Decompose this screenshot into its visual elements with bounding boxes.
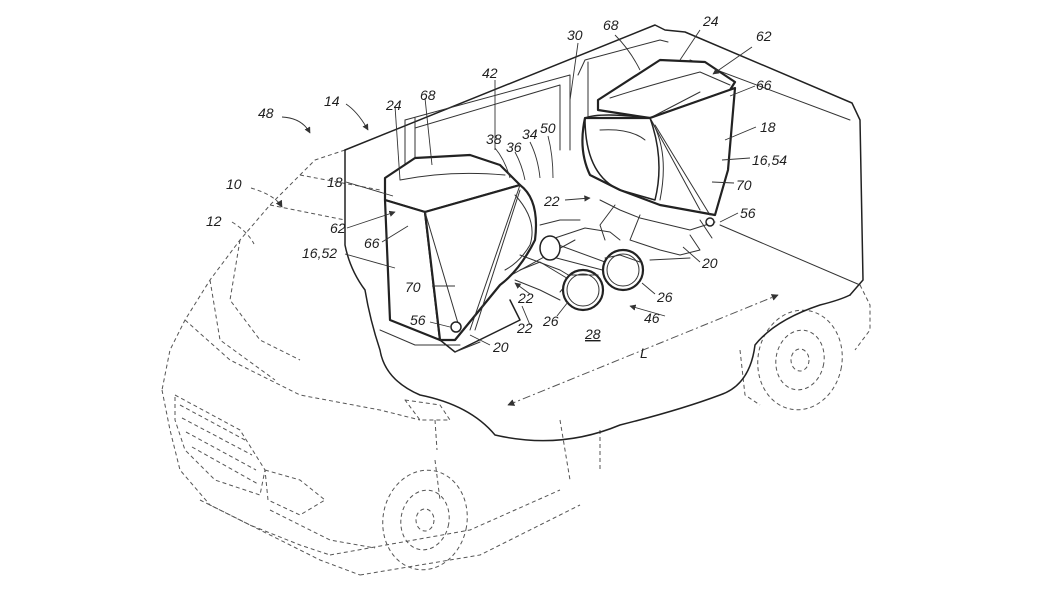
ref-70-right: 70 bbox=[736, 177, 752, 193]
ref-24-left: 24 bbox=[385, 97, 402, 113]
leader-lines bbox=[231, 29, 757, 346]
ref-36: 36 bbox=[506, 139, 522, 155]
ref-10: 10 bbox=[226, 176, 242, 192]
ref-16-54: 16,54 bbox=[752, 152, 787, 168]
ref-62-left: 62 bbox=[330, 220, 346, 236]
ref-48: 48 bbox=[258, 105, 274, 121]
reference-numerals: 10 12 14 48 42 30 68 24 62 66 18 16,54 7… bbox=[206, 13, 787, 361]
ref-50: 50 bbox=[540, 120, 556, 136]
ref-20-right: 20 bbox=[701, 255, 718, 271]
ref-28: 28 bbox=[584, 326, 601, 342]
ref-22-mid: 22 bbox=[517, 290, 534, 306]
ref-66-right: 66 bbox=[756, 77, 772, 93]
ref-38: 38 bbox=[486, 131, 502, 147]
ref-46: 46 bbox=[644, 310, 660, 326]
ref-56-right: 56 bbox=[740, 205, 756, 221]
ref-42: 42 bbox=[482, 65, 498, 81]
ref-26-left: 26 bbox=[542, 313, 559, 329]
ref-18-right: 18 bbox=[760, 119, 776, 135]
ref-66-left: 66 bbox=[364, 235, 380, 251]
seat-assembly-left bbox=[383, 153, 538, 353]
ref-22-upper: 22 bbox=[543, 193, 560, 209]
ref-68-right: 68 bbox=[603, 17, 619, 33]
ref-18-left: 18 bbox=[327, 174, 343, 190]
ref-24-right: 24 bbox=[702, 13, 719, 29]
ref-20-left: 20 bbox=[492, 339, 509, 355]
ref-62-right: 62 bbox=[756, 28, 772, 44]
seat-assembly-right bbox=[581, 58, 737, 261]
ref-L: L bbox=[640, 345, 648, 361]
ref-70-left: 70 bbox=[405, 279, 421, 295]
ref-14: 14 bbox=[324, 93, 340, 109]
ref-30: 30 bbox=[567, 27, 583, 43]
ref-56-left: 56 bbox=[410, 312, 426, 328]
ref-68-left: 68 bbox=[420, 87, 436, 103]
ref-26-right: 26 bbox=[656, 289, 673, 305]
ref-12: 12 bbox=[206, 213, 222, 229]
ref-16-52: 16,52 bbox=[302, 245, 337, 261]
ref-22-lower: 22 bbox=[516, 320, 533, 336]
roller-assembly bbox=[514, 219, 645, 312]
ref-34: 34 bbox=[522, 126, 538, 142]
